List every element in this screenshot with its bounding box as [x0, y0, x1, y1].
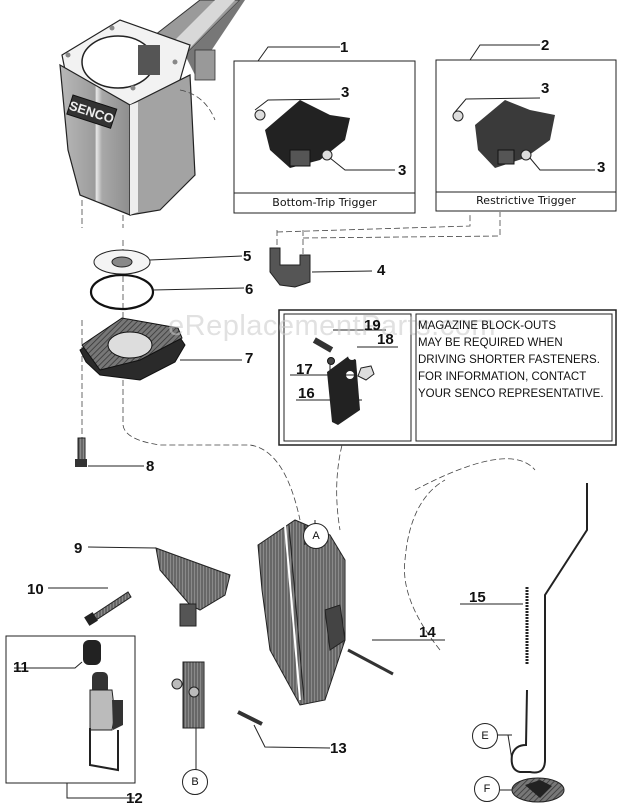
reference-circle-a: A — [303, 523, 329, 549]
restrictive-trigger-caption: Restrictive Trigger — [476, 194, 576, 207]
senco-brand-plate: SENCO — [66, 94, 118, 129]
part-7-cap-base — [79, 317, 242, 381]
part-label-16: 16 — [298, 385, 315, 402]
note-line: YOUR SENCO REPRESENTATIVE. — [418, 388, 604, 400]
part-12-latch-box — [5, 635, 136, 799]
part-label-3-box2-top: 3 — [541, 80, 550, 97]
part-label-1: 1 — [340, 39, 349, 56]
part-15-spring-wire — [460, 483, 588, 774]
part-label-12: 12 — [126, 790, 143, 807]
note-line: DRIVING SHORTER FASTENERS. — [418, 354, 600, 366]
part-4-yoke — [269, 247, 373, 288]
part-label-3-box2-bottom: 3 — [597, 159, 606, 176]
part-label-7: 7 — [245, 350, 254, 367]
part-8-screw — [75, 437, 144, 467]
bottom-trip-trigger-box — [233, 46, 416, 214]
part-label-9: 9 — [74, 540, 83, 557]
reference-circle-e: E — [472, 723, 498, 749]
part-label-14: 14 — [419, 624, 436, 641]
note-line: MAY BE REQUIRED WHEN — [418, 337, 563, 349]
reference-circle-f: F — [474, 776, 500, 802]
part-label-6: 6 — [245, 281, 254, 298]
part-label-3-box1-top: 3 — [341, 84, 350, 101]
part-label-13: 13 — [330, 740, 347, 757]
part-13-pin — [171, 661, 331, 770]
part-10-screw — [48, 587, 132, 626]
part-label-2: 2 — [541, 37, 550, 54]
block-out-box — [278, 309, 617, 446]
bottom-trip-trigger-caption: Bottom-Trip Trigger — [272, 196, 377, 209]
part-label-11: 11 — [13, 659, 29, 676]
part-label-18: 18 — [377, 331, 394, 348]
note-line: MAGAZINE BLOCK-OUTS — [418, 320, 557, 332]
part-label-5: 5 — [243, 248, 252, 265]
part-f-base — [500, 777, 565, 803]
cylinder-head-housing: SENCO — [59, 19, 196, 216]
part-6-o-ring — [89, 273, 245, 311]
part-9-nose-cover — [87, 546, 231, 627]
part-label-19: 19 — [364, 317, 381, 334]
part-label-17: 17 — [296, 361, 313, 378]
part-14-rod — [347, 639, 445, 676]
note-line: FOR INFORMATION, CONTACT — [418, 371, 587, 383]
part-label-3-box1-bottom: 3 — [398, 162, 407, 179]
part-label-10: 10 — [27, 581, 44, 598]
part-label-8: 8 — [146, 458, 155, 475]
block-out-note: MAGAZINE BLOCK-OUTS MAY BE REQUIRED WHEN… — [418, 318, 614, 403]
part-label-4: 4 — [377, 262, 386, 279]
part-5-disc — [93, 249, 243, 275]
main-nose-body — [257, 519, 346, 706]
part-label-15: 15 — [469, 589, 486, 606]
reference-circle-b: B — [182, 769, 208, 795]
restrictive-trigger-box — [435, 44, 617, 212]
